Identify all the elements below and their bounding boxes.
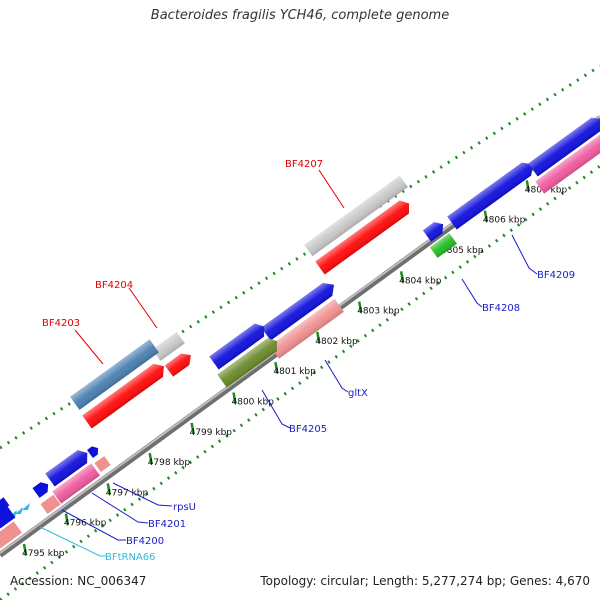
ruler-tick [525,180,531,192]
ruler-tick-label: 4805 kbp [441,246,484,256]
leader-BF4209 [511,234,538,275]
ruler-tick-label: 4804 kbp [399,276,442,286]
gene-BF4203[interactable] [70,339,159,410]
ruler-tick-label: 4801 kbp [273,367,316,377]
gene-edge-salmon[interactable] [0,521,22,550]
inner-tick-track [0,164,600,600]
ruler-tick [106,483,112,495]
gene-BF4202-small[interactable] [87,444,101,459]
gene-BF4201[interactable] [52,463,100,504]
gene-BF4207-top[interactable] [304,175,408,257]
ruler-tick [22,543,28,556]
page-title: Bacteroides fragilis YCH46, complete gen… [150,8,450,23]
ruler-tick [357,301,363,313]
ruler-tick [316,331,321,344]
gene-BF4206[interactable] [261,278,338,341]
label-BF4204: BF4204 [95,280,133,291]
gene-BF4209-blue[interactable] [447,158,537,230]
label-BF4201: BF4201 [148,519,186,530]
accession-label: Accession: NC_006347 [10,574,147,588]
gene-BF4202-blue[interactable] [45,447,92,487]
gene-edge-blue-2[interactable] [0,497,10,514]
gene-BF4203-red[interactable] [82,360,168,429]
leader-BF4205 [261,389,291,429]
ruler: 4795 kbp 4796 kbp 4797 kbp 4798 kbp 4799 kbp… [22,180,567,559]
leader-gltX [324,359,349,393]
ruler-tick-label: 4795 kbp [22,549,65,559]
ruler-tick [483,210,489,222]
gene-BF4209[interactable] [535,134,600,194]
ruler-tick [64,513,70,525]
label-BF4205: BF4205 [289,424,327,435]
ruler-tick-label: 4797 kbp [106,488,149,498]
ruler-tick [232,392,237,404]
gene-BF4200[interactable] [40,494,61,514]
ruler-tick-label: 4803 kbp [357,307,400,317]
leader-BF4207 [318,169,345,209]
gene-BF4208[interactable] [429,233,457,258]
ruler-tick-label: 4796 kbp [64,519,107,529]
leader-BF4203 [74,329,104,365]
gene-rpsU[interactable] [94,456,111,473]
gene-BFtRNA66[interactable] [9,503,30,517]
ruler-tick-label: 4806 kbp [483,216,526,226]
label-BF4208: BF4208 [482,303,520,314]
ruler-tick-label: 4800 kbp [232,398,275,408]
ruler-tick-label: 4799 kbp [190,428,233,438]
leader-BF4201 [91,492,149,524]
ruler-tick [148,452,153,465]
gene-BF4209-blue-2[interactable] [528,113,600,177]
ruler-tick [399,271,405,283]
gene-BF4208-blue[interactable] [422,219,447,242]
label-rpsU: rpsU [173,502,196,513]
label-BF4200: BF4200 [126,536,164,547]
gene-BF4205[interactable] [217,335,281,388]
ruler-tick-label: 4802 kbp [315,337,358,347]
gene-BF4200-blue[interactable] [32,479,51,498]
ruler-tick-label: 4798 kbp [148,458,191,468]
leader-rpsU [112,482,173,507]
gene-gltX[interactable] [269,298,344,359]
leader-BF4200 [61,509,126,541]
gene-BF4207[interactable] [315,197,413,275]
genome-summary: Topology: circular; Length: 5,277,274 bp… [260,574,590,588]
gene-BF4204[interactable] [152,331,185,361]
label-BF4209: BF4209 [537,270,575,281]
ruler-tick [190,422,195,435]
label-BFtRNA66: BFtRNA66 [105,552,156,563]
leader-BFtRNA66 [39,526,106,557]
label-BF4203: BF4203 [42,318,80,329]
gene-edge-blue[interactable] [0,506,16,530]
leader-BF4204 [128,287,158,329]
gene-BF4204-red[interactable] [164,349,195,377]
ruler-tick [274,361,279,374]
gene-gltX-blue[interactable] [209,320,269,370]
label-BF4207: BF4207 [285,159,323,170]
label-gltX: gltX [348,388,368,399]
leader-BF4208 [461,278,483,308]
